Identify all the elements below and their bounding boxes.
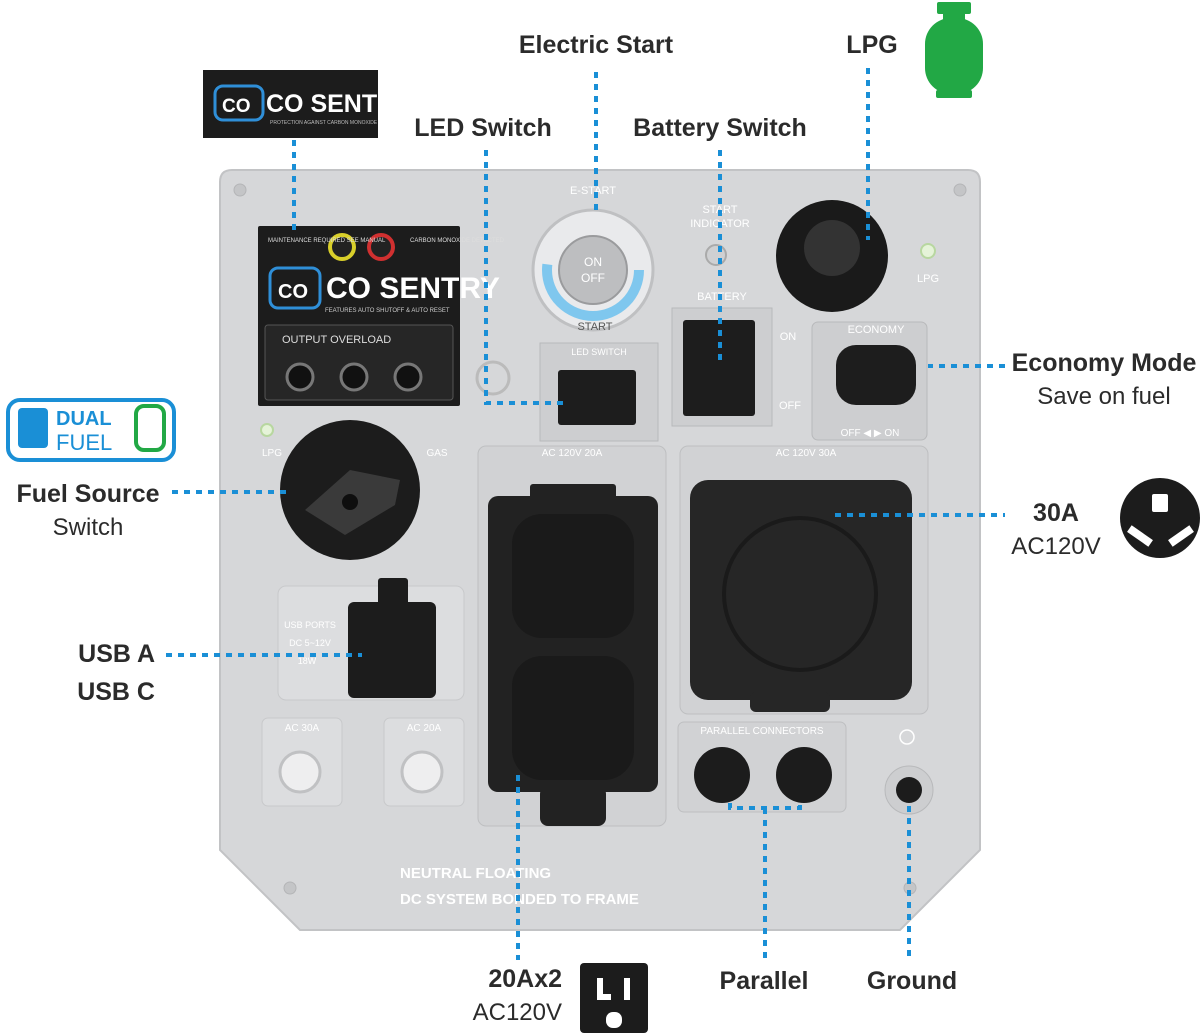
callout-battery-switch: Battery Switch: [633, 114, 807, 142]
svg-text:AC 20A: AC 20A: [407, 723, 442, 734]
fuel-selector-knob: LPG GAS: [260, 420, 448, 560]
dual-text: DUAL: [56, 408, 112, 430]
callout-30a: 30A AC120V: [1011, 499, 1101, 560]
ground-terminal: [884, 729, 934, 815]
led-switch: LED SWITCH: [475, 342, 659, 442]
svg-text:DC 5~12V: DC 5~12V: [289, 638, 331, 648]
callout-usb: USB A USB C: [77, 640, 155, 706]
maintenance-label: MAINTENANCE REQUIRED SEE MANUAL: [268, 238, 386, 244]
leader-lines: [166, 68, 1005, 960]
svg-text:18W: 18W: [298, 656, 317, 666]
e-start-key: E-START ON OFF START: [531, 185, 655, 333]
svg-text:ON: ON: [780, 331, 797, 343]
battery-switch: BATTERY ON OFF: [671, 291, 801, 427]
leader-led-switch: [484, 150, 568, 405]
svg-text:CO: CO: [278, 281, 308, 303]
lpg-tank-icon: [925, 2, 983, 98]
callout-led-switch: LED Switch: [414, 114, 552, 142]
callout-electric-start: Electric Start: [518, 31, 674, 59]
neutral-floating-label: NEUTRAL FLOATING: [400, 865, 551, 882]
outlet-20a-icon: [580, 963, 648, 1033]
e-start-label: E-START: [570, 185, 616, 197]
svg-text:OFF: OFF: [581, 271, 605, 285]
breakers: AC 30A AC 20A: [261, 717, 465, 807]
callout-parallel: Parallel: [719, 967, 809, 995]
svg-text:AC 120V 20A: AC 120V 20A: [542, 448, 603, 459]
svg-text:OFF: OFF: [779, 400, 801, 412]
callout-20ax2: 20Ax2 AC120V: [472, 965, 562, 1026]
svg-text:ON: ON: [584, 255, 602, 269]
callout-economy-mode: Economy Mode Save on fuel: [1011, 349, 1197, 410]
output-overload-label: OUTPUT OVERLOAD: [282, 334, 391, 346]
co-sentry-features: FEATURES AUTO SHUTOFF & AUTO RESET: [325, 308, 450, 314]
svg-text:CO: CO: [222, 96, 251, 117]
outlet-30a: AC 120V 30A: [679, 445, 929, 715]
svg-text:AC 120V 30A: AC 120V 30A: [776, 448, 837, 459]
callout-fuel-source: Fuel Source Switch: [16, 480, 160, 541]
svg-text:PARALLEL CONNECTORS: PARALLEL CONNECTORS: [700, 726, 824, 737]
parallel-connectors: PARALLEL CONNECTORS: [677, 721, 847, 813]
lpg-knob: LPG: [776, 200, 939, 312]
co-sentry-module: MAINTENANCE REQUIRED SEE MANUAL CARBON M…: [258, 226, 505, 406]
co-detected-label: CARBON MONOXIDE DETECTED: [410, 238, 505, 244]
co-sentry-panel-logo: CO SENTRY: [326, 272, 500, 305]
svg-text:LPG: LPG: [262, 448, 282, 459]
svg-text:GAS: GAS: [426, 448, 447, 459]
callout-ground: Ground: [866, 967, 958, 995]
svg-text:LPG: LPG: [917, 273, 939, 285]
svg-text:AC 30A: AC 30A: [285, 723, 320, 734]
economy-switch: ECONOMY OFF ◀ ▶ ON: [811, 321, 928, 441]
svg-text:BATTERY: BATTERY: [697, 291, 747, 303]
dual-fuel-logo: DUAL FUEL: [6, 398, 176, 462]
co-sentry-logo: CO CO SENTRY PROTECTION AGAINST CARBON M…: [203, 70, 411, 138]
outlet-20a-duplex: AC 120V 20A: [477, 445, 667, 827]
svg-text:USB PORTS: USB PORTS: [284, 620, 336, 630]
usb-module: USB PORTS DC 5~12V 18W: [277, 578, 465, 701]
svg-text:START: START: [577, 321, 612, 333]
fuel-text: FUEL: [56, 430, 112, 455]
svg-text:ECONOMY: ECONOMY: [848, 324, 906, 336]
svg-text:OFF ◀ ▶ ON: OFF ◀ ▶ ON: [841, 428, 900, 439]
outlet-30a-icon: [1120, 478, 1200, 558]
svg-text:PROTECTION AGAINST CARBON MONO: PROTECTION AGAINST CARBON MONOXIDE: [270, 120, 378, 126]
svg-text:LED SWITCH: LED SWITCH: [571, 347, 627, 357]
callout-lpg: LPG: [846, 31, 898, 59]
co-sentry-logo-text: CO SENTRY: [266, 90, 411, 118]
